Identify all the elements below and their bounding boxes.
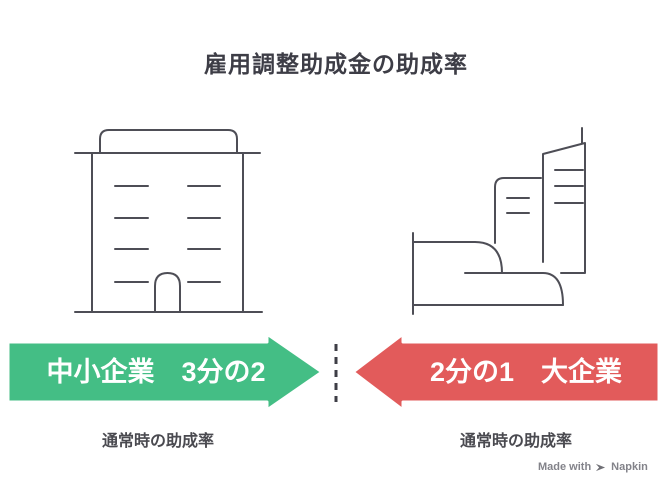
office-building-icon bbox=[74, 129, 263, 313]
office-building-lines bbox=[74, 129, 263, 313]
watermark: Made with Napkin bbox=[538, 461, 648, 473]
page-title: 雇用調整助成金の助成率 bbox=[204, 51, 468, 77]
left-caption: 通常時の助成率 bbox=[101, 433, 214, 450]
city-skyline-lines bbox=[412, 127, 586, 315]
watermark-brand: Napkin bbox=[611, 461, 648, 473]
green-arrow-shape bbox=[6, 332, 324, 412]
green-right-arrow bbox=[6, 332, 324, 412]
large-company-arrow-label: 2分の1 大企業 bbox=[429, 357, 623, 387]
red-arrow-shape bbox=[351, 332, 661, 412]
napkin-pen-icon bbox=[596, 463, 606, 471]
red-left-arrow bbox=[351, 332, 661, 412]
city-skyline-icon bbox=[412, 127, 586, 315]
smb-arrow-label: 中小企業 3分の2 bbox=[46, 357, 266, 387]
dashed-divider bbox=[334, 344, 338, 402]
right-caption: 通常時の助成率 bbox=[459, 433, 572, 450]
watermark-text: Made with bbox=[538, 461, 592, 473]
